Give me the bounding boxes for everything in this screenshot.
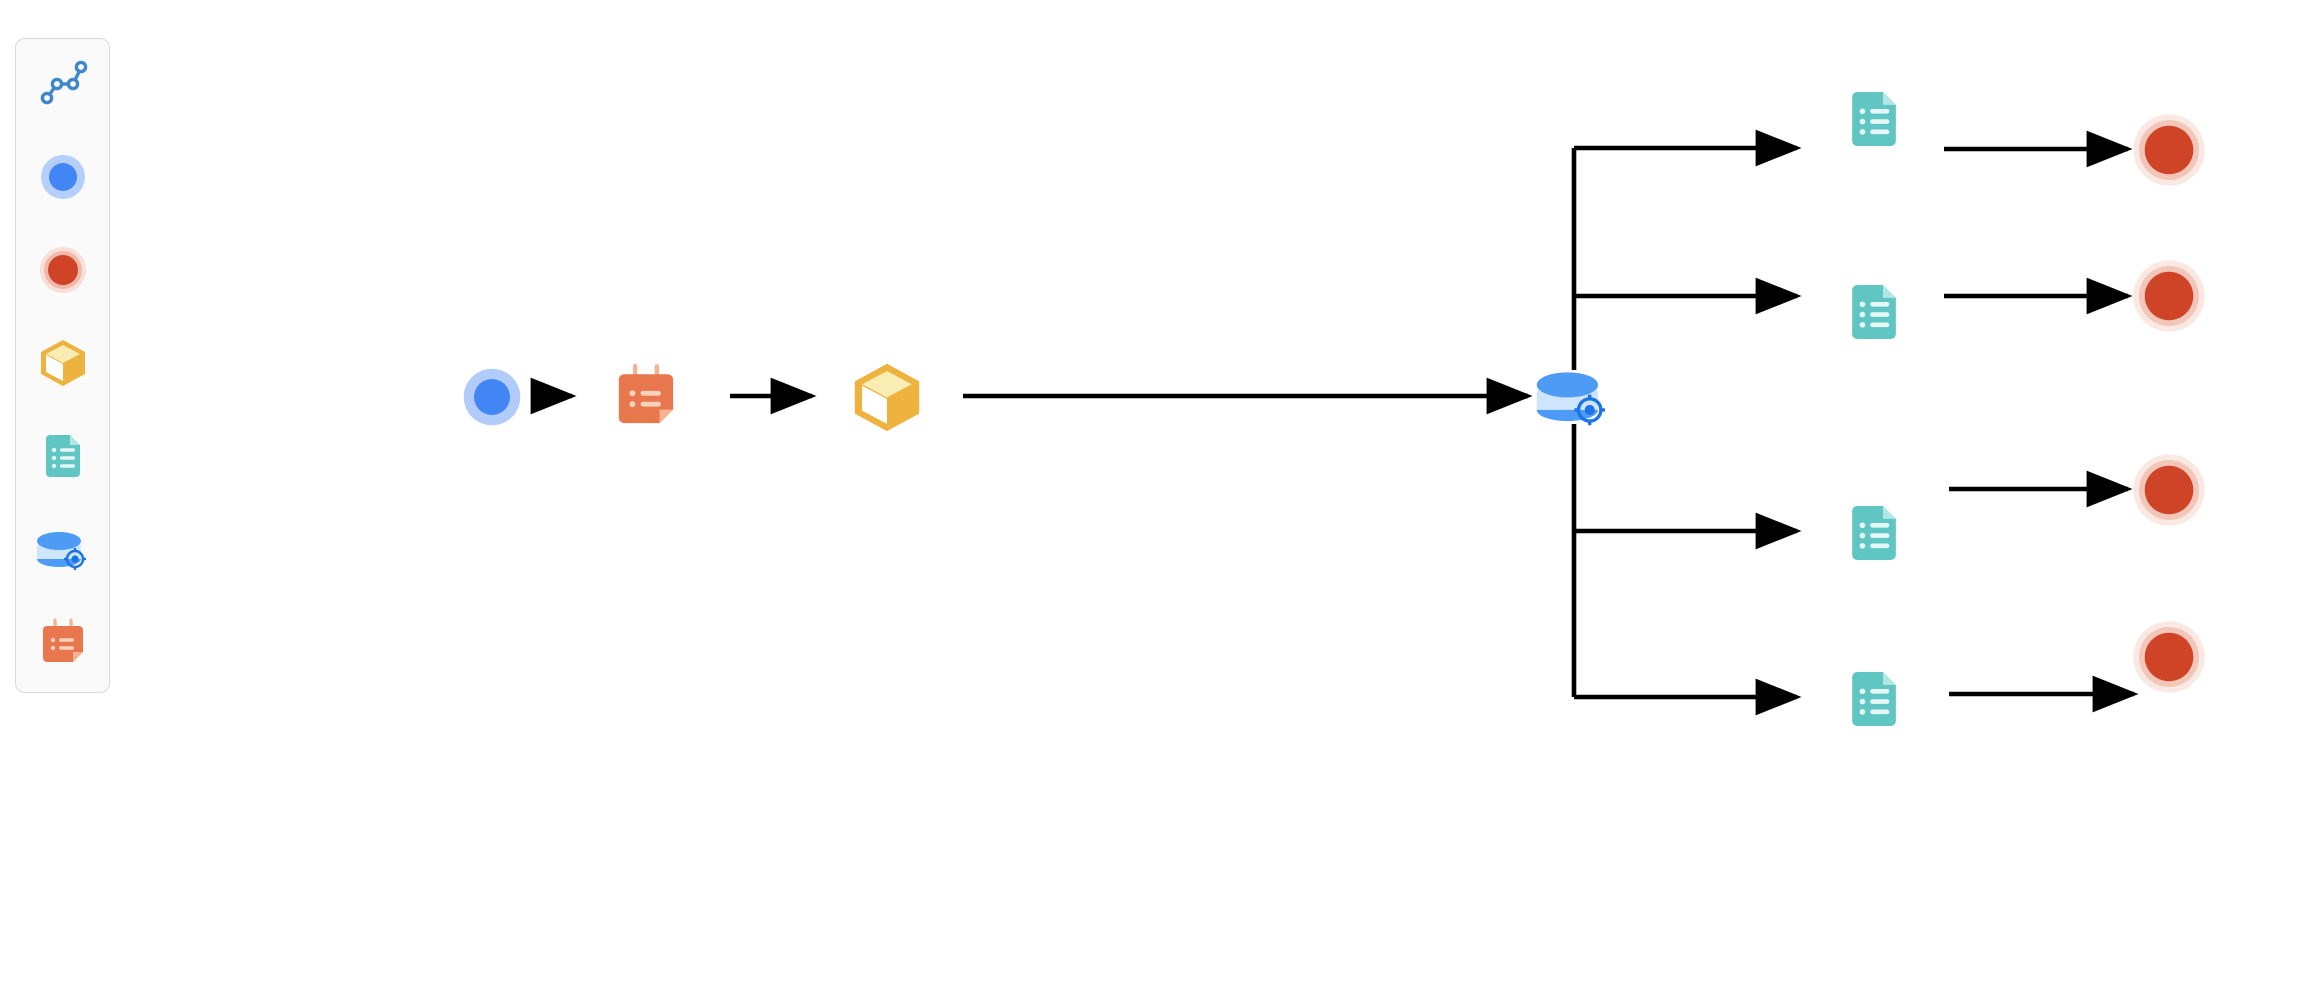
red-circle-node-icon — [35, 242, 91, 298]
blue-circle-node-icon — [35, 149, 91, 205]
node-package[interactable] — [846, 355, 928, 437]
calendar-list-icon — [35, 614, 91, 670]
node-report-3[interactable] — [1838, 497, 1910, 569]
node-database[interactable] — [1531, 357, 1615, 435]
palette-item-document[interactable] — [28, 421, 98, 491]
cube-package-icon — [846, 355, 928, 437]
node-output-1[interactable] — [2129, 110, 2209, 190]
node-output-4[interactable] — [2129, 617, 2209, 697]
calendar-list-icon — [608, 358, 684, 434]
node-output-2[interactable] — [2129, 256, 2209, 336]
palette-item-source[interactable] — [28, 142, 98, 212]
node-report-4[interactable] — [1838, 663, 1910, 735]
blue-circle-node-icon — [456, 361, 528, 433]
red-circle-node-icon — [2129, 450, 2209, 530]
node-start[interactable] — [456, 361, 528, 433]
document-list-icon — [35, 428, 91, 484]
palette-item-schedule[interactable] — [28, 607, 98, 677]
node-schedule[interactable] — [608, 358, 684, 434]
document-list-icon — [1838, 497, 1910, 569]
node-report-2[interactable] — [1838, 276, 1910, 348]
red-circle-node-icon — [2129, 617, 2209, 697]
database-target-icon — [33, 521, 93, 577]
database-target-icon — [1531, 357, 1615, 435]
red-circle-node-icon — [2129, 110, 2209, 190]
node-output-3[interactable] — [2129, 450, 2209, 530]
document-list-icon — [1838, 663, 1910, 735]
graph-network-icon — [35, 54, 91, 110]
palette-item-package[interactable] — [28, 327, 98, 397]
document-list-icon — [1838, 83, 1910, 155]
palette-item-database[interactable] — [28, 514, 98, 584]
node-palette[interactable] — [15, 38, 110, 693]
cube-package-icon — [35, 334, 91, 390]
document-list-icon — [1838, 276, 1910, 348]
node-report-1[interactable] — [1838, 83, 1910, 155]
red-circle-node-icon — [2129, 256, 2209, 336]
palette-item-graph[interactable] — [28, 47, 98, 117]
palette-item-sink[interactable] — [28, 235, 98, 305]
